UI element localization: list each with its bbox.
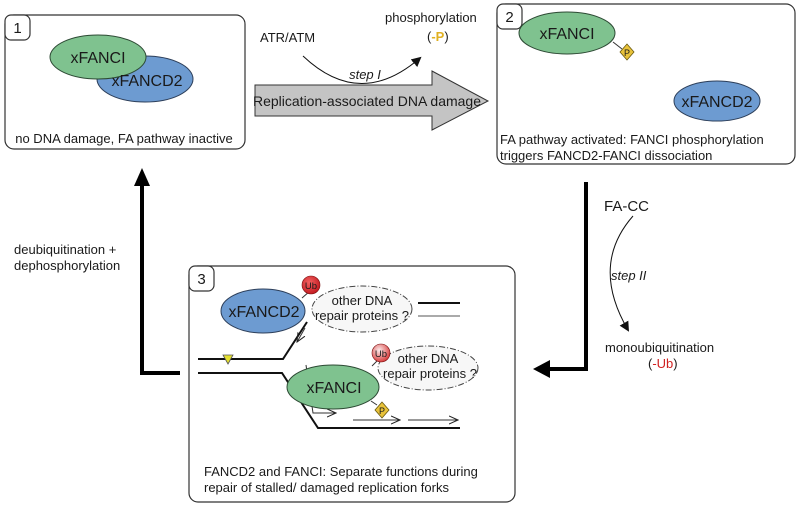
panel-3-fanci-label: xFANCI xyxy=(306,380,361,397)
other-repair-proteins-2-line-1: other DNA xyxy=(398,351,459,366)
step-1-kinase: ATR/ATM xyxy=(260,30,315,45)
step-1-result-tag: (-P) xyxy=(427,29,449,44)
panel-2-fanci xyxy=(518,11,616,55)
activation-flow-line xyxy=(548,182,588,371)
other-repair-proteins-2-line-2: repair proteins ? xyxy=(383,366,477,381)
damage-trigger-label: Replication-associated DNA damage xyxy=(253,93,481,109)
step-1: ATR/ATM phosphorylation (-P) step I Repl… xyxy=(253,10,490,131)
fancd2-ub-tag xyxy=(301,275,321,295)
damage-trigger-arrow xyxy=(254,70,490,131)
panel-3-number-badge xyxy=(188,265,215,292)
panel-1-number: 1 xyxy=(13,20,21,37)
panel-3-fancd2-label: xFANCD2 xyxy=(228,304,299,321)
step-2-label: step II xyxy=(611,268,647,283)
fanci-phospho-label: P xyxy=(379,406,385,416)
panel-2-number-badge xyxy=(496,3,523,30)
panel-2-fanci-label: xFANCI xyxy=(539,26,594,43)
panel-2-phospho-tag xyxy=(619,43,635,61)
fanci-phospho-link xyxy=(370,400,378,406)
dna-lesion-marker xyxy=(222,354,234,365)
panel-2-number: 2 xyxy=(505,9,513,26)
panel-3-fancd2 xyxy=(220,288,306,334)
other-repair-proteins-1-line-2: repair proteins ? xyxy=(315,308,409,323)
step-1-label: step I xyxy=(349,67,381,82)
panel-2-phospho-link xyxy=(612,41,623,50)
panel-3-number: 3 xyxy=(197,271,205,288)
panel-3-fanci xyxy=(286,364,380,410)
step-2-curve-arrow xyxy=(609,215,634,332)
panel-2-phospho-label: P xyxy=(624,48,630,58)
panel-1-fancd2-label: xFANCD2 xyxy=(111,73,182,90)
step-2-result-tag: (-Ub) xyxy=(648,356,678,371)
reset-label-line-1: deubiquitination + xyxy=(14,242,116,257)
other-repair-proteins-2 xyxy=(377,345,479,391)
step-2-result: monoubiquitination xyxy=(605,340,714,355)
step-1-result: phosphorylation xyxy=(385,10,477,25)
fanci-phospho-tag xyxy=(374,401,390,419)
panel-2-caption-line-2: triggers FANCD2-FANCI dissociation xyxy=(500,148,712,163)
reset-label-line-2: dephosphorylation xyxy=(14,258,120,273)
panel-2-fancd2 xyxy=(673,80,761,122)
panel-2: 2 xFANCI P xFANCD2 FA pathway activated:… xyxy=(496,3,796,165)
lagging-nascent-arrow xyxy=(297,327,306,342)
step-2-complex: FA-CC xyxy=(604,198,649,215)
panel-2-caption-line-1: FA pathway activated: FANCI phosphorylat… xyxy=(500,132,764,147)
panel-3: 3 other DNA repair proteins ? xFANCD2 Ub… xyxy=(188,265,516,503)
panel-3-caption-line-2: repair of stalled/ damaged replication f… xyxy=(204,480,449,495)
fancd2-ub-label: Ub xyxy=(305,281,317,292)
panel-2-fancd2-label: xFANCD2 xyxy=(681,94,752,111)
other-repair-proteins-1-line-1: other DNA xyxy=(332,293,393,308)
other-repair-proteins-1 xyxy=(311,285,413,333)
step-2: FA-CC step II monoubiquitination (-Ub) xyxy=(533,182,714,378)
panel-1: 1 xFANCI xFANCD2 no DNA damage, FA pathw… xyxy=(4,14,246,150)
panel-1-caption: no DNA damage, FA pathway inactive xyxy=(15,131,233,146)
panel-3-caption-line-1: FANCD2 and FANCI: Separate functions dur… xyxy=(204,464,478,479)
panel-1-number-badge xyxy=(4,14,31,41)
panel-1-fanci xyxy=(49,34,147,80)
fanci-ub-tag xyxy=(371,343,391,363)
reset-flow-arrowhead xyxy=(134,168,150,186)
step-1-curve-arrow xyxy=(302,55,422,84)
reset-flow-line xyxy=(140,185,180,375)
reset-path: deubiquitination + dephosphorylation xyxy=(14,168,180,375)
panel-1-fanci-label: xFANCI xyxy=(70,50,125,67)
activation-flow-arrowhead xyxy=(533,360,550,378)
fanci-ub-label: Ub xyxy=(375,349,387,360)
